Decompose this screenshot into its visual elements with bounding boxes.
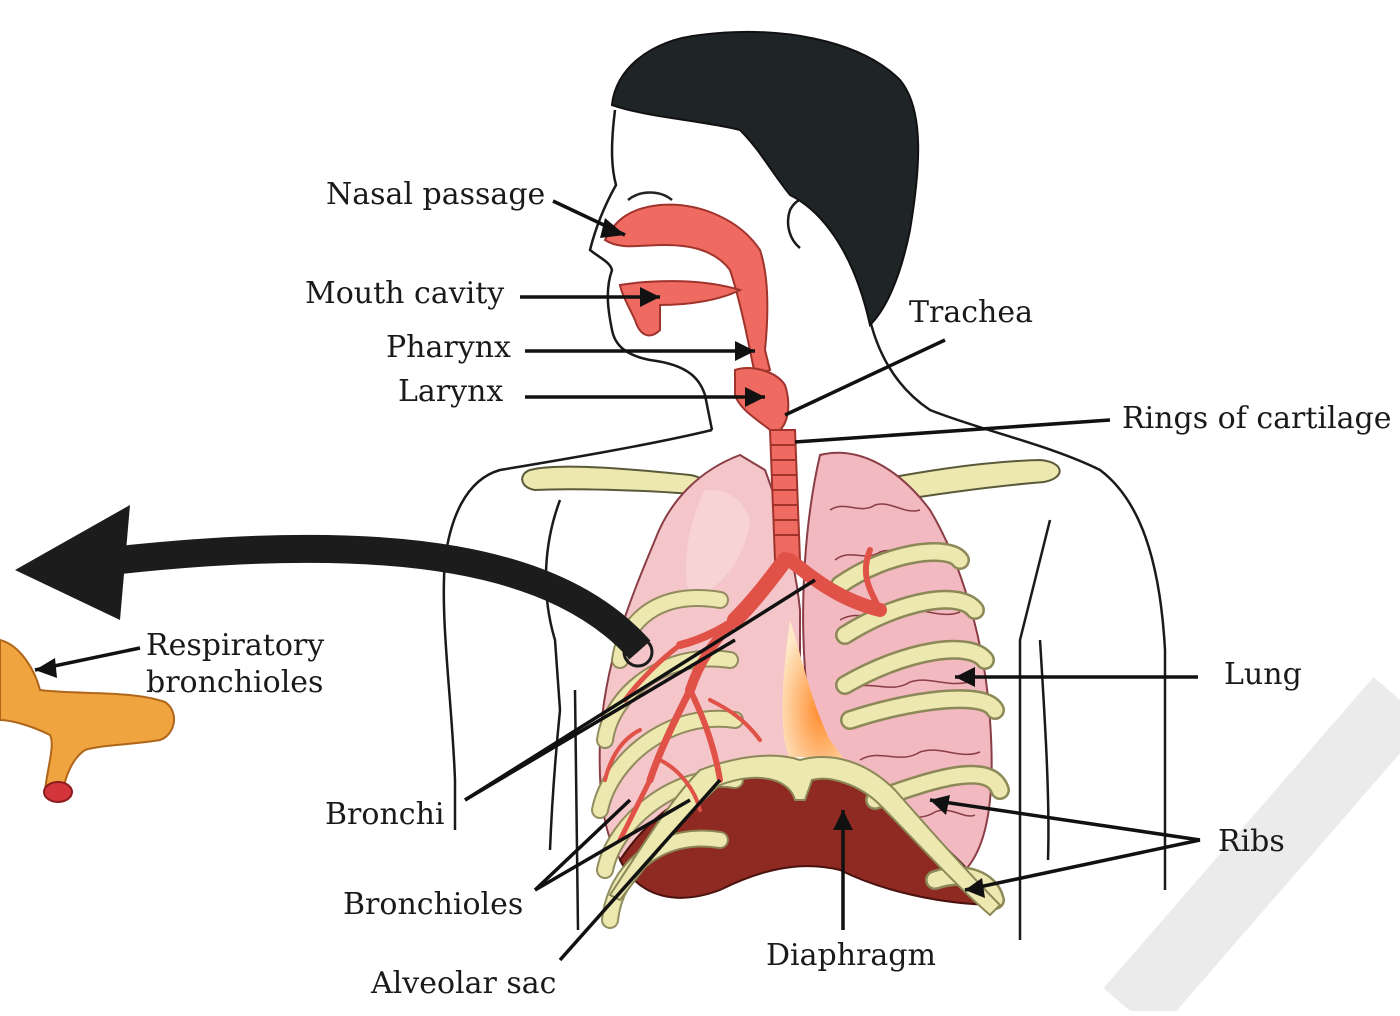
body-outline: [442, 109, 1167, 940]
label-bronchioles: Bronchioles: [343, 887, 524, 922]
zoom-arrow: [15, 505, 654, 668]
label-pharynx: Pharynx: [386, 330, 511, 365]
watermark: [1103, 677, 1400, 1016]
eye: [627, 191, 673, 202]
label-mouth-cavity: Mouth cavity: [305, 276, 505, 311]
label-nasal-passage: Nasal passage: [326, 177, 546, 212]
bronchiole-inset: [0, 638, 175, 803]
label-lung: Lung: [1224, 657, 1302, 692]
label-respiratory: Respiratory: [146, 628, 325, 663]
heart-area: [782, 620, 860, 770]
label-larynx: Larynx: [398, 374, 504, 409]
label-bronchioles-line2: bronchioles: [146, 665, 324, 700]
arrowheads: [35, 218, 985, 898]
label-bronchi: Bronchi: [325, 797, 445, 832]
label-rings-of-cartilage: Rings of cartilage: [1122, 401, 1392, 436]
label-ribs: Ribs: [1218, 824, 1285, 859]
trachea-rings: [770, 444, 799, 536]
label-diaphragm: Diaphragm: [766, 938, 936, 973]
label-alveolar-sac: Alveolar sac: [371, 966, 557, 1001]
label-trachea: Trachea: [909, 295, 1033, 330]
hair: [610, 31, 920, 327]
bronchial-tree: [603, 547, 887, 843]
